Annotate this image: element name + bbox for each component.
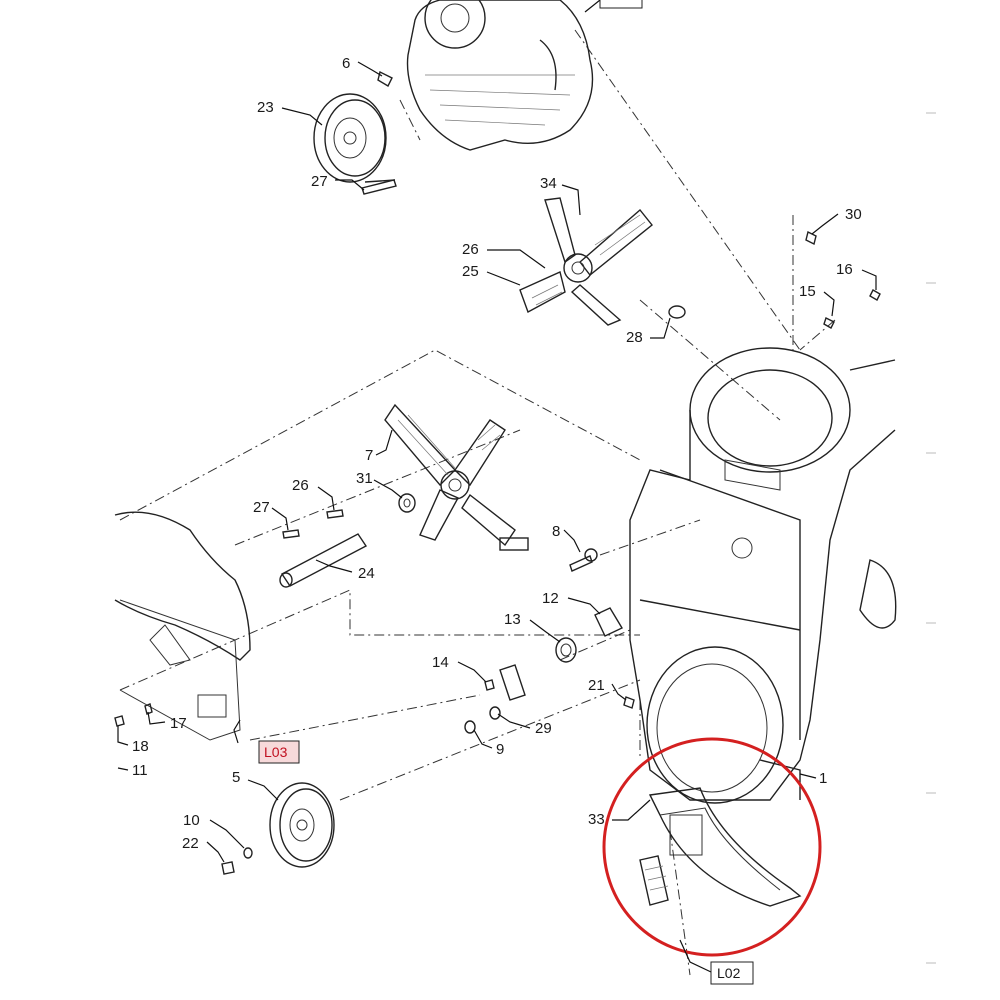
callout-17: 17 [170,715,187,732]
callout-10: 10 [183,812,200,829]
pulley-5 [269,782,335,868]
motor-housing-top [406,0,594,151]
highlight-circle [602,737,822,957]
bushing-13 [555,637,577,663]
callout-1: 1 [819,770,827,787]
callout-9: 9 [496,741,504,758]
reference-L02: L02 [710,961,754,985]
callout-30: 30 [845,206,862,223]
callout-27: 27 [311,173,328,190]
callout-22: 22 [182,835,199,852]
callout-15: 15 [799,283,816,300]
callout-25: 25 [462,263,479,280]
callout-26: 26 [292,477,309,494]
band-33 [639,787,802,907]
pulley-23 [313,93,396,183]
margin-ticks [926,112,936,964]
callout-18: 18 [132,738,149,755]
left-side-panel [114,511,251,741]
leader-lines [117,0,877,973]
shaft-24 [279,533,368,588]
callout-34: 34 [540,175,557,192]
small-fasteners-top-right [805,230,881,329]
reference-top-box [599,0,643,9]
callout-13: 13 [504,611,521,628]
callout-11: 11 [132,762,148,779]
callout-14: 14 [432,654,449,671]
small-fasteners-lower [114,696,635,734]
callout-28: 28 [626,329,643,346]
callout-8: 8 [552,523,560,540]
callout-5: 5 [232,769,240,786]
bearing-31 [398,493,416,513]
impeller-25 [519,197,653,326]
callout-6: 6 [342,55,350,72]
reference-L03: L03 [258,740,300,764]
bracket-12 [594,607,623,637]
callout-labels: 6 23 27 34 30 26 25 16 15 28 7 26 31 27 … [132,55,862,852]
pin-27-top [361,179,397,195]
washer-28 [668,305,686,319]
main-housing-1 [629,347,897,804]
callout-33: 33 [588,811,605,828]
impeller-7 [384,403,529,551]
callout-24: 24 [358,565,375,582]
reference-L02-label: L02 [717,965,741,981]
fasteners-10-22 [221,847,253,875]
bolt-8 [569,548,598,572]
bolt-6 [377,70,393,87]
callout-16: 16 [836,261,853,278]
callout-29: 29 [535,720,552,737]
callout-7: 7 [365,447,373,464]
bracket-14-area [484,664,526,701]
callout-27: 27 [253,499,270,516]
callout-21: 21 [588,677,605,694]
callout-26: 26 [462,241,479,258]
reference-L03-label: L03 [264,744,288,760]
callout-23: 23 [257,99,274,116]
pins-middle [282,509,344,539]
callout-12: 12 [542,590,559,607]
callout-31: 31 [356,470,373,487]
